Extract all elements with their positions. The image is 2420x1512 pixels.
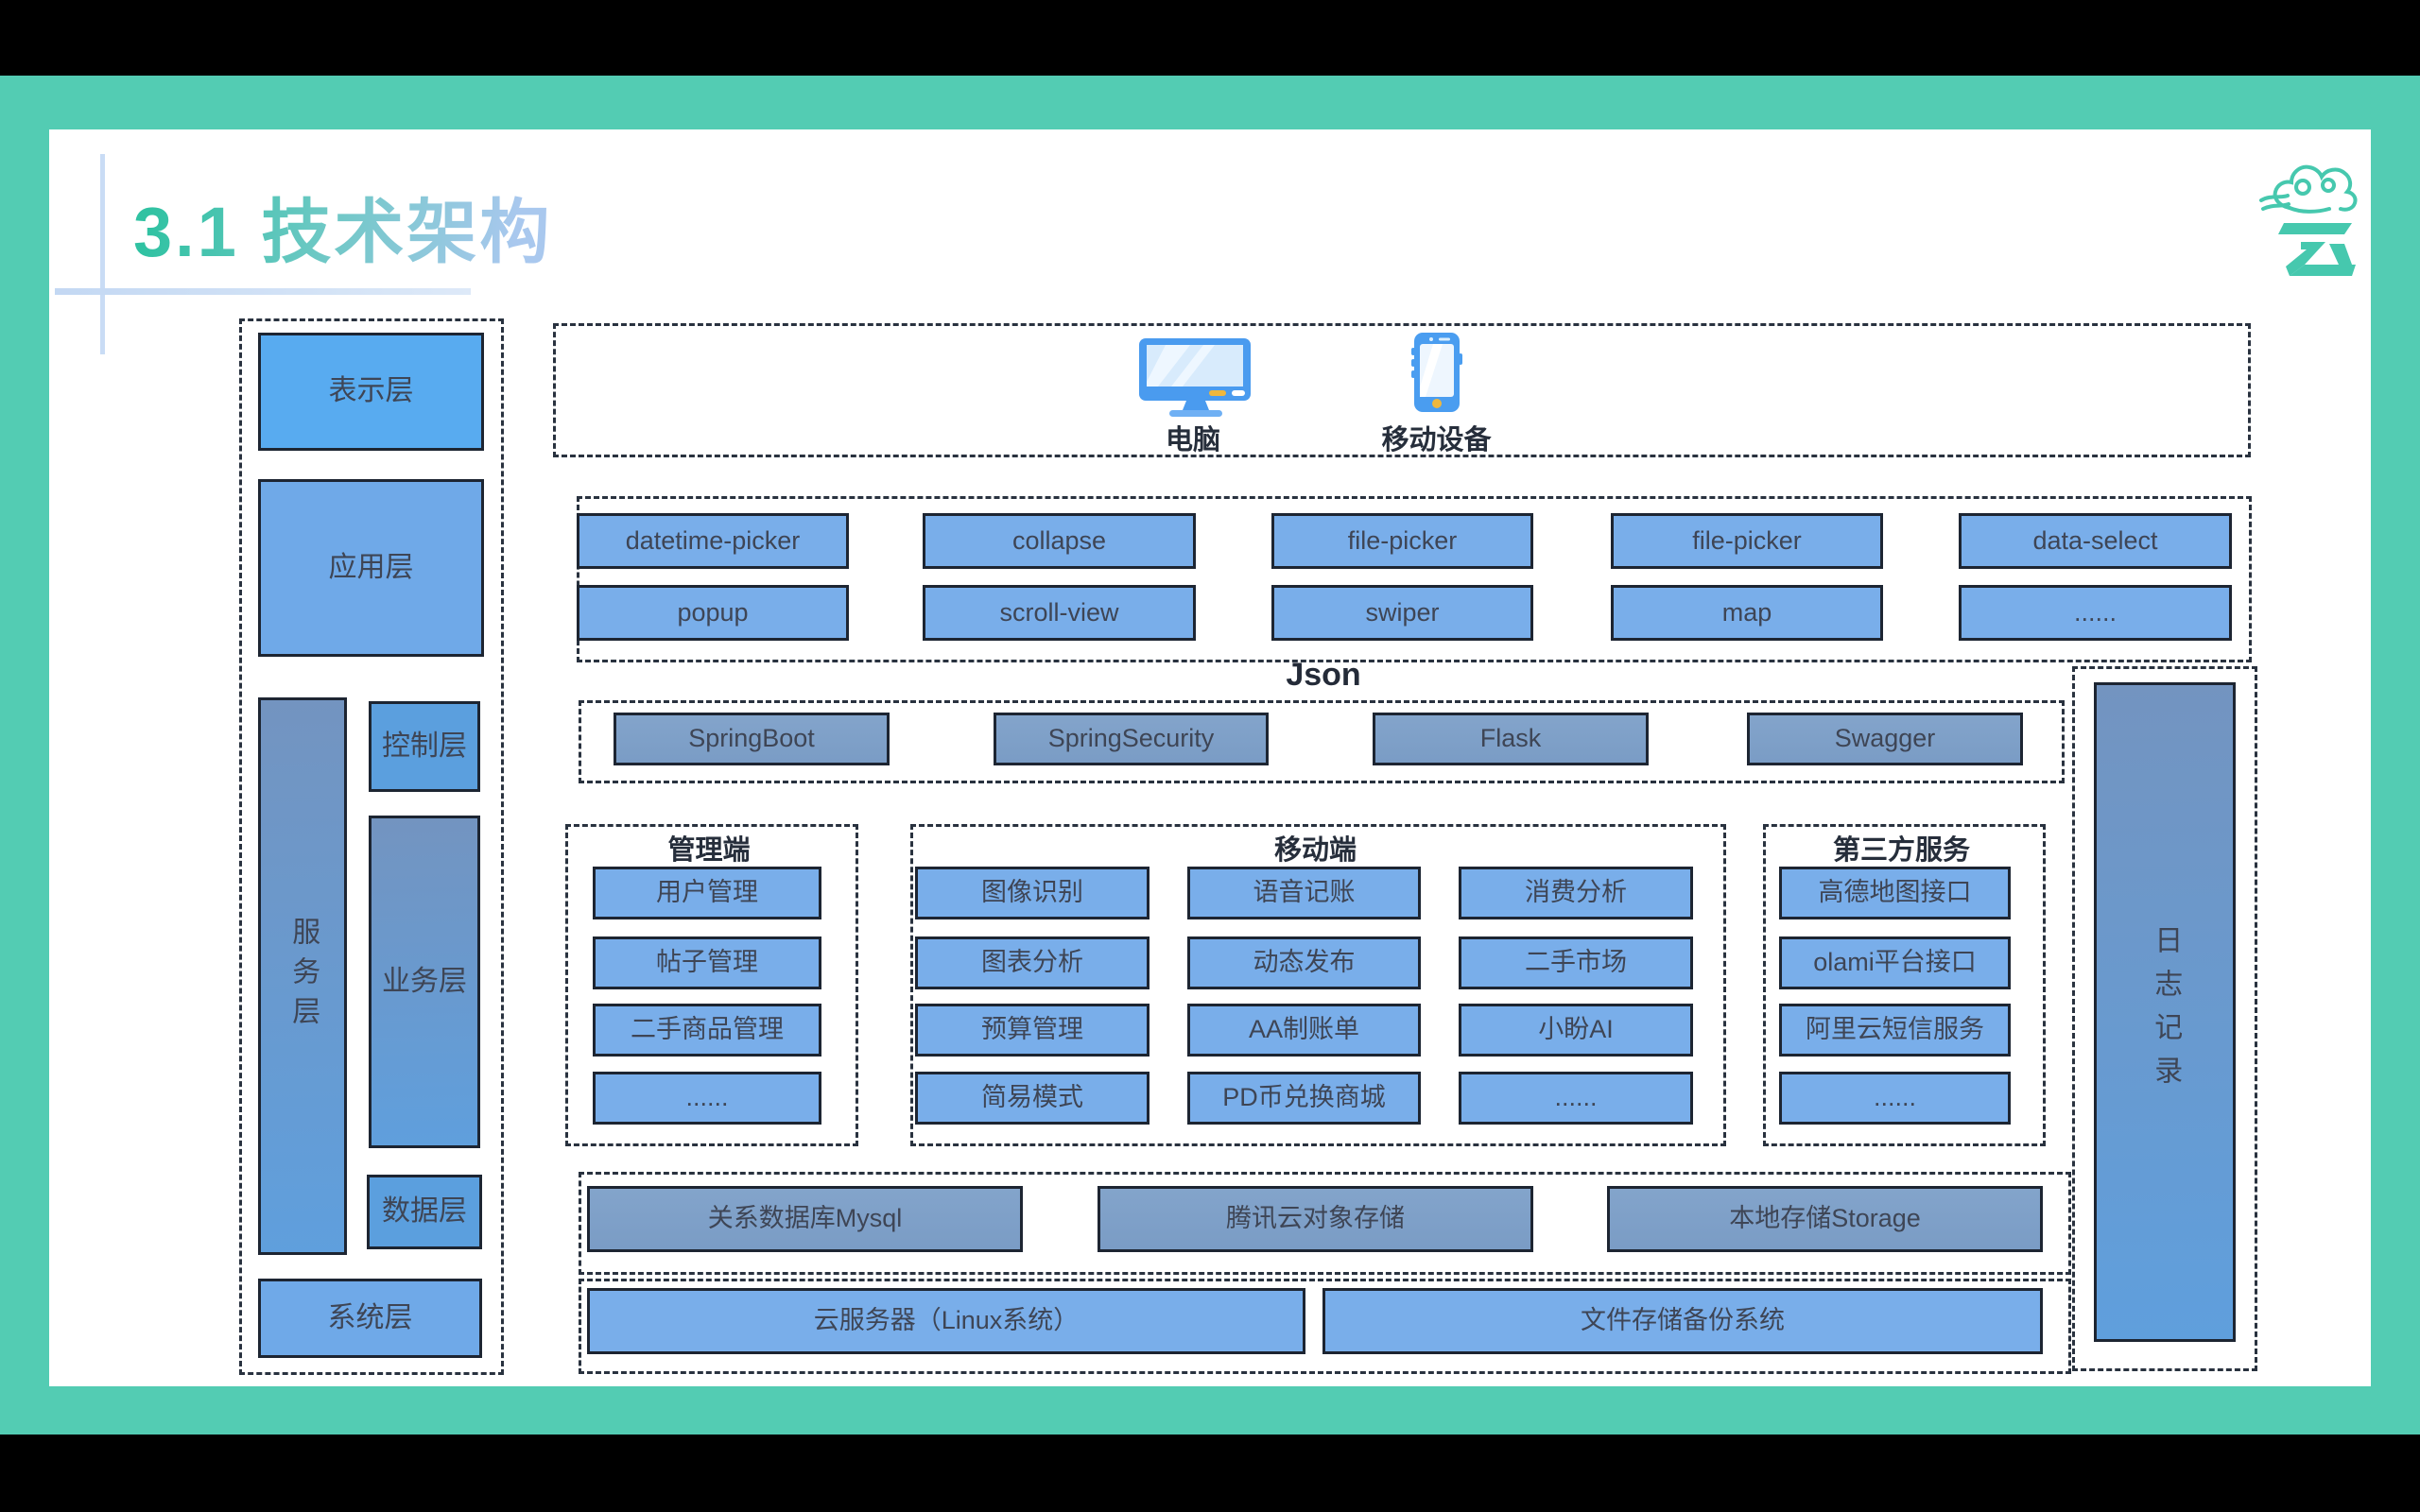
layer-data: 数据层 xyxy=(367,1175,482,1249)
devices-container xyxy=(553,323,2251,457)
component-collapse: collapse xyxy=(923,513,1196,569)
mobile-side-container xyxy=(910,824,1726,1146)
mobile-xiaopan-ai: 小盼AI xyxy=(1459,1004,1693,1057)
page-title: 3.1 技术架构 xyxy=(133,176,552,277)
third-party-aliyun-sms: 阿里云短信服务 xyxy=(1779,1004,2011,1057)
layer-business: 业务层 xyxy=(369,816,480,1148)
component-scroll-view: scroll-view xyxy=(923,585,1196,641)
mobile-voice-bookkeeping: 语音记账 xyxy=(1187,867,1421,919)
mobile-simple-mode: 简易模式 xyxy=(915,1072,1150,1125)
third-party-title: 第三方服务 xyxy=(1832,835,1970,866)
framework-flask: Flask xyxy=(1373,713,1649,765)
layer-service: 服务层 xyxy=(258,697,347,1255)
json-label: Json xyxy=(1286,657,1361,693)
logging-box: 日志记录 xyxy=(2094,682,2236,1342)
mobile-more: ...... xyxy=(1459,1072,1693,1125)
admin-post-management: 帖子管理 xyxy=(593,936,821,989)
layer-control: 控制层 xyxy=(369,701,480,792)
cloud-logo-icon xyxy=(2259,164,2358,276)
third-party-container xyxy=(1763,824,2046,1146)
infra-cloud-server: 云服务器（Linux系统） xyxy=(587,1288,1305,1354)
title-accent-line xyxy=(100,154,105,354)
component-map: map xyxy=(1611,585,1883,641)
title-underline xyxy=(55,288,471,295)
mobile-secondhand-market: 二手市场 xyxy=(1459,936,1693,989)
component-more: ...... xyxy=(1959,585,2232,641)
layer-stack-container xyxy=(239,318,504,1375)
mobile-moments-publish: 动态发布 xyxy=(1187,936,1421,989)
mobile-chart-analysis: 图表分析 xyxy=(915,936,1150,989)
mobile-aa-billing: AA制账单 xyxy=(1187,1004,1421,1057)
component-file-picker-2: file-picker xyxy=(1611,513,1883,569)
storage-container xyxy=(579,1172,2071,1275)
layer-system: 系统层 xyxy=(258,1279,482,1358)
framework-swagger: Swagger xyxy=(1747,713,2023,765)
admin-more: ...... xyxy=(593,1072,821,1125)
mobile-consumption-analysis: 消费分析 xyxy=(1459,867,1693,919)
logging-container xyxy=(2072,666,2257,1371)
mobile-pd-coin-mall: PD币兑换商城 xyxy=(1187,1072,1421,1125)
layer-application: 应用层 xyxy=(258,479,484,657)
infrastructure-container xyxy=(579,1279,2071,1374)
computer-label: 电脑 xyxy=(1165,425,1220,455)
component-data-select: data-select xyxy=(1959,513,2232,569)
storage-tencent-cos: 腾讯云对象存储 xyxy=(1098,1186,1533,1252)
component-swiper: swiper xyxy=(1271,585,1533,641)
admin-secondhand-management: 二手商品管理 xyxy=(593,1004,821,1057)
mobile-image-recognition: 图像识别 xyxy=(915,867,1150,919)
computer-icon xyxy=(1139,338,1251,417)
component-popup: popup xyxy=(577,585,849,641)
third-party-olami-api: olami平台接口 xyxy=(1779,936,2011,989)
admin-user-management: 用户管理 xyxy=(593,867,821,919)
storage-mysql: 关系数据库Mysql xyxy=(587,1186,1023,1252)
infra-file-backup: 文件存储备份系统 xyxy=(1322,1288,2043,1354)
mobile-device-icon xyxy=(1411,333,1462,412)
component-datetime-picker: datetime-picker xyxy=(577,513,849,569)
framework-springboot: SpringBoot xyxy=(614,713,890,765)
third-party-amap-api: 高德地图接口 xyxy=(1779,867,2011,919)
mobile-budget-management: 预算管理 xyxy=(915,1004,1150,1057)
layer-presentation: 表示层 xyxy=(258,333,484,451)
storage-local: 本地存储Storage xyxy=(1607,1186,2043,1252)
middleware-container xyxy=(579,700,2065,783)
ui-components-container xyxy=(577,496,2252,662)
admin-side-title: 管理端 xyxy=(667,835,751,866)
mobile-device-label: 移动设备 xyxy=(1381,425,1492,455)
mobile-side-title: 移动端 xyxy=(1273,835,1357,866)
logo-yun-glyph xyxy=(2278,223,2356,276)
third-party-more: ...... xyxy=(1779,1072,2011,1125)
framework-springsecurity: SpringSecurity xyxy=(994,713,1269,765)
admin-side-container xyxy=(565,824,858,1146)
component-file-picker: file-picker xyxy=(1271,513,1533,569)
